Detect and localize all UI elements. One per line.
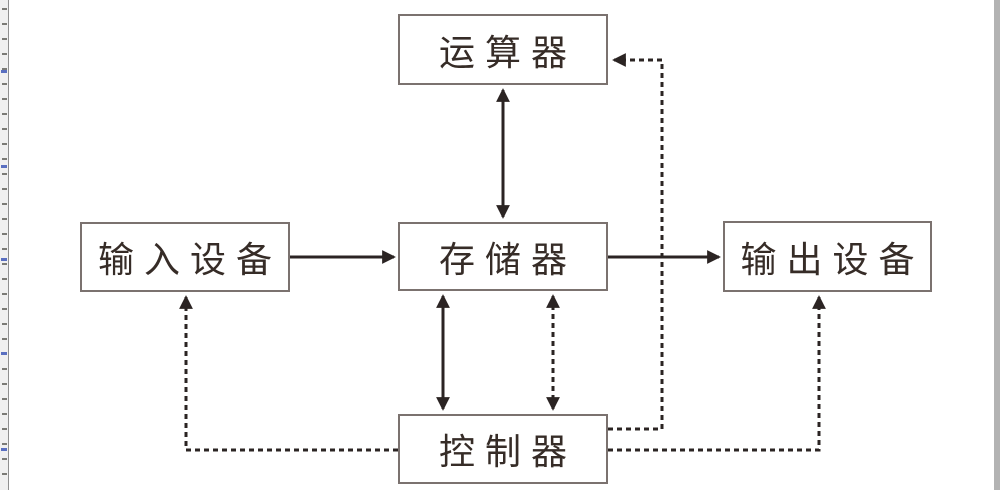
vertical-ruler [0, 0, 9, 490]
arrow-controller-to-output [608, 295, 826, 452]
node-input-device: 输入设备 [80, 222, 290, 292]
ruler-ticks [2, 8, 7, 482]
page-edge-strip [994, 0, 1000, 490]
ruler-marker-blue [1, 258, 7, 261]
arrow-controller-to-alu [608, 53, 664, 431]
node-alu: 运算器 [398, 14, 608, 85]
node-controller-label: 控制器 [438, 432, 577, 472]
node-memory-label: 存储器 [438, 239, 577, 280]
ruler-marker-blue [1, 352, 7, 355]
ruler-marker-blue [1, 70, 7, 73]
ruler-marker-blue [1, 448, 7, 451]
node-memory: 存储器 [398, 222, 608, 291]
node-input-device-label: 输入设备 [97, 240, 282, 280]
node-alu-label: 运算器 [438, 32, 577, 73]
arrow-controller-to-input [179, 295, 398, 452]
node-output-device-label: 输出设备 [740, 239, 925, 280]
ruler-marker-blue [1, 165, 7, 168]
node-controller: 控制器 [398, 414, 608, 484]
node-output-device: 输出设备 [723, 221, 932, 292]
